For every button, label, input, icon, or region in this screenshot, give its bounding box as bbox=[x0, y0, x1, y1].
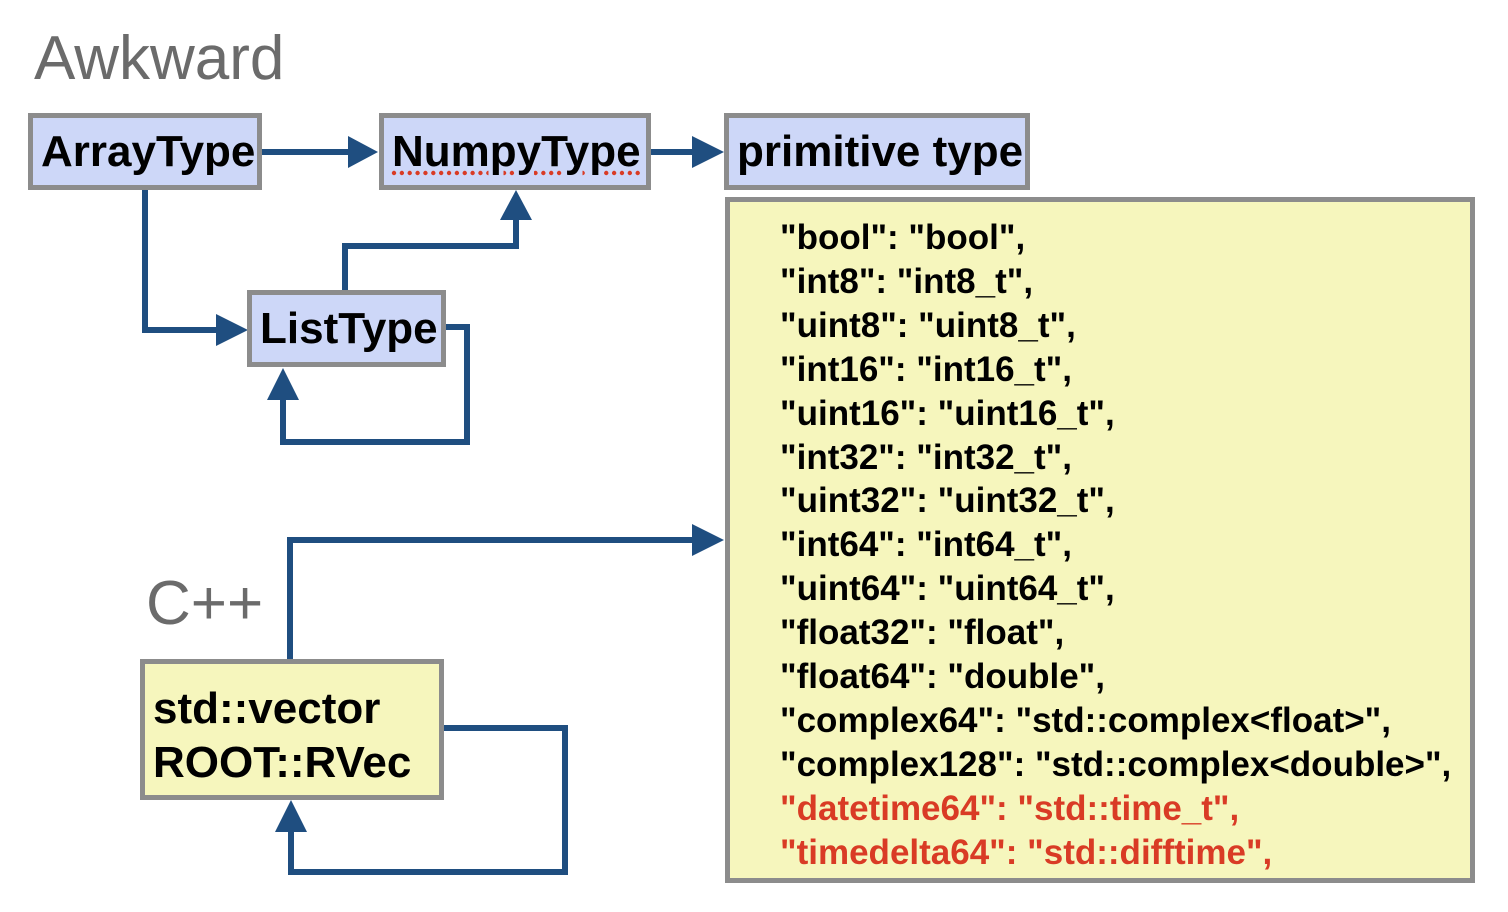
arraytype-node[interactable]: ArrayType bbox=[28, 113, 262, 190]
edge-listtype-to-numpytype bbox=[342, 218, 519, 290]
type-map-line: "bool": "bool", bbox=[780, 218, 1026, 257]
type-map-line: "complex64": "std::complex<float>", bbox=[780, 700, 1391, 740]
edge-arraytype-to-listtype bbox=[142, 188, 218, 333]
arrowhead-listtype bbox=[216, 314, 248, 346]
type-map-line: "uint16": "uint16_t", bbox=[780, 393, 1115, 433]
type-map-line: "int32": "int32_t", bbox=[780, 437, 1072, 477]
arraytype-label: ArrayType bbox=[41, 126, 256, 176]
type-map-line: "float64": "double", bbox=[780, 657, 1105, 697]
cpp-title: C++ bbox=[146, 569, 264, 638]
type-map-line: "int16": "int16_t", bbox=[780, 349, 1072, 389]
arrowhead-listtype-up bbox=[267, 368, 299, 400]
type-map-line: "int8": "int8_t", bbox=[780, 261, 1034, 301]
type-map-line: "float32": "float", bbox=[780, 613, 1065, 653]
primitive-type-label: primitive type bbox=[737, 126, 1024, 176]
type-map-line: "uint32": "uint32_t", bbox=[780, 481, 1115, 521]
listtype-node[interactable]: ListType bbox=[247, 290, 446, 367]
edge-cpp-self-loop bbox=[288, 725, 568, 875]
numpytype-label: NumpyType bbox=[392, 126, 641, 176]
type-map-line: "int64": "int64_t", bbox=[780, 525, 1072, 565]
cpp-node-line-1: std::vector bbox=[153, 684, 381, 733]
arrowhead-numpytype-up bbox=[500, 190, 532, 220]
arrowhead-numpytype bbox=[348, 136, 378, 168]
cpp-container-node[interactable]: std::vector ROOT::RVec bbox=[140, 659, 444, 800]
cpp-node-line-2: ROOT::RVec bbox=[153, 738, 412, 787]
arrowhead-primitive bbox=[692, 136, 724, 168]
edge-cpp-to-typemap bbox=[287, 537, 694, 660]
arrowhead-typemap bbox=[692, 524, 724, 556]
type-map-line: "datetime64": "std::time_t", bbox=[780, 788, 1240, 828]
type-mapping-box: "bool": "bool", "int8": "int8_t","uint8":… bbox=[725, 197, 1475, 883]
numpytype-node[interactable]: NumpyType bbox=[379, 113, 651, 190]
type-map-line: "uint8": "uint8_t", bbox=[780, 305, 1076, 345]
arrowhead-cpp-up bbox=[275, 800, 307, 832]
edge-listtype-self-loop bbox=[280, 324, 470, 445]
type-map-line: "uint64": "uint64_t", bbox=[780, 569, 1115, 609]
awkward-title: Awkward bbox=[34, 24, 285, 93]
primitive-type-node[interactable]: primitive type bbox=[724, 113, 1030, 190]
listtype-label: ListType bbox=[260, 303, 438, 353]
type-map-line: "timedelta64": "std::difftime", bbox=[780, 832, 1273, 872]
type-map-line: "complex128": "std::complex<double>", bbox=[780, 744, 1452, 784]
